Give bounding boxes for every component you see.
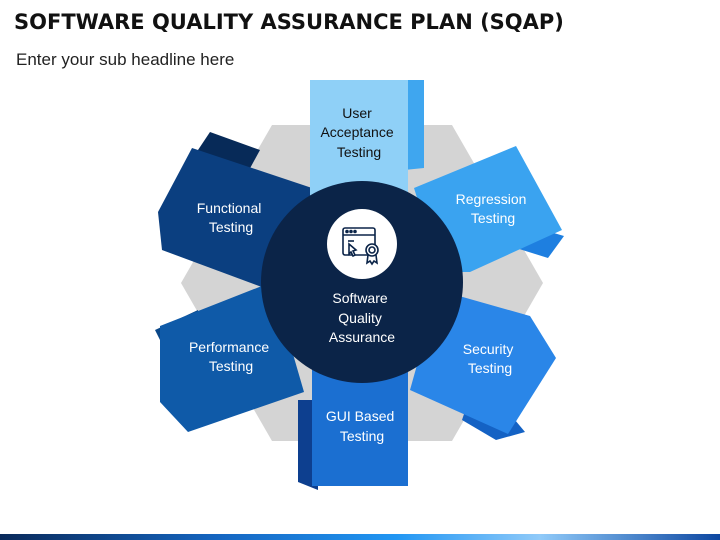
segment-gui-based-testing[interactable]: GUI Based Testing: [298, 360, 408, 490]
segment-panel: [160, 282, 304, 432]
page-subtitle: Enter your sub headline here: [16, 50, 235, 69]
bottom-accent-bar: [0, 534, 720, 540]
segment-label: User Acceptance Testing: [320, 105, 397, 160]
segment-label: Functional Testing: [197, 200, 265, 235]
segment-panel: [310, 80, 408, 200]
center-hub: Software Quality Assurance: [261, 181, 463, 383]
center-label: Software Quality Assurance: [329, 290, 395, 345]
segment-performance-testing[interactable]: Performance Testing: [155, 282, 304, 432]
page-title: SOFTWARE QUALITY ASSURANCE PLAN (SQAP): [14, 10, 564, 34]
icon-badge: [327, 209, 397, 279]
web-certificate-icon: [342, 227, 379, 266]
segment-label: Performance Testing: [189, 339, 273, 374]
segment-label: GUI Based Testing: [326, 408, 398, 444]
segment-label: Security Testing: [463, 341, 517, 376]
segment-fold: [404, 80, 424, 170]
segment-label: Regression Testing: [456, 191, 531, 226]
segment-user-acceptance-testing[interactable]: User Acceptance Testing: [310, 80, 424, 200]
center-circle: [261, 181, 463, 383]
segment-panel: [312, 360, 408, 486]
